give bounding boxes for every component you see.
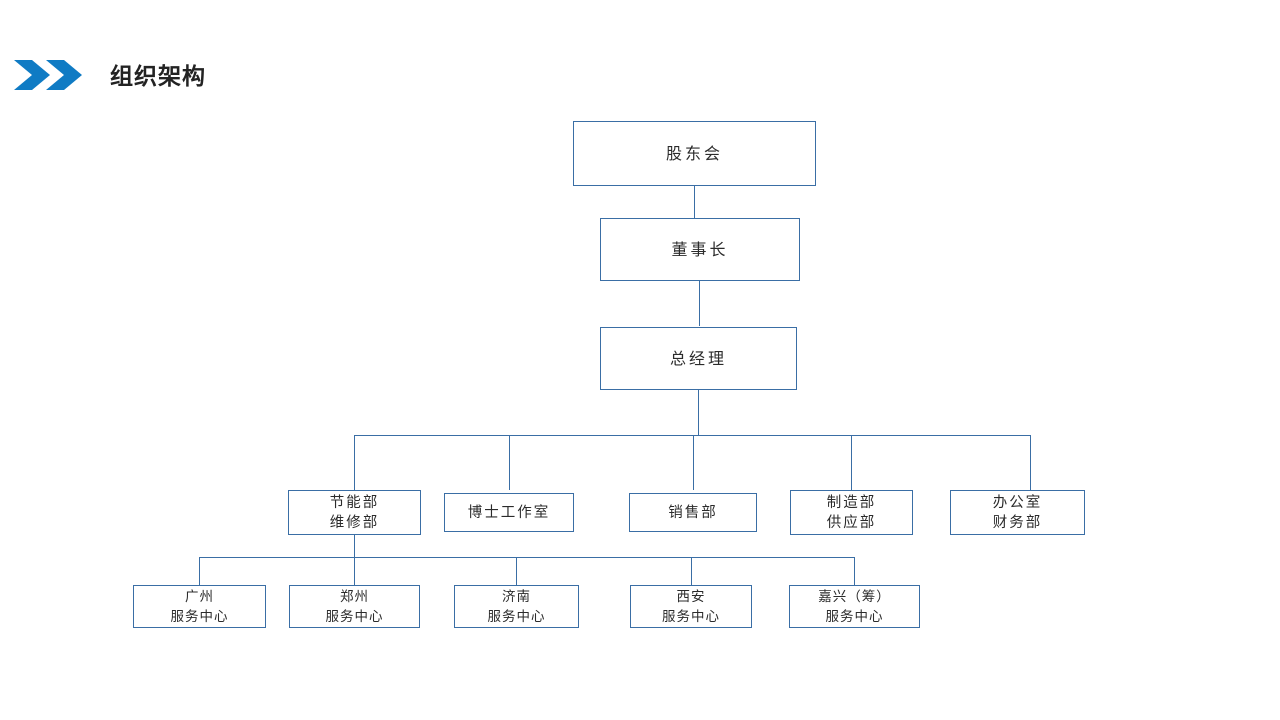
org-node-label-line2: 财务部 (992, 514, 1043, 531)
org-node-label-line2: 服务中心 (487, 608, 546, 625)
org-node-xian-service-center[interactable]: 西安 服务中心 (630, 585, 752, 628)
connector-drop-manufacturing (851, 435, 852, 490)
connector-drop-zhengzhou (354, 557, 355, 585)
org-node-label-line1: 制造部 (826, 494, 877, 511)
org-node-label: 总经理 (669, 348, 727, 368)
connector-drop-xian (691, 557, 692, 585)
org-node-label-line1: 西安 (676, 588, 706, 605)
connector-drop-jinan (516, 557, 517, 585)
org-node-label-line1: 广州 (185, 588, 214, 605)
org-node-chairman[interactable]: 董事长 (600, 218, 800, 281)
org-node-office-finance[interactable]: 办公室 财务部 (950, 490, 1085, 535)
org-node-doctoral-studio[interactable]: 博士工作室 (444, 493, 574, 532)
org-node-label: 博士工作室 (467, 504, 551, 521)
org-node-label-line1: 嘉兴（筹） (818, 588, 891, 605)
connector-gm-stem (698, 390, 699, 435)
connector-energy-stem (354, 535, 355, 557)
org-node-label-line2: 服务中心 (170, 608, 229, 625)
org-node-label-line2: 维修部 (329, 514, 380, 531)
connector-drop-jiaxing (854, 557, 855, 585)
org-node-label-line1: 济南 (502, 588, 531, 605)
org-node-label: 董事长 (671, 239, 729, 259)
connector-drop-energy (354, 435, 355, 490)
page-title: 组织架构 (110, 64, 206, 90)
org-node-label: 销售部 (668, 504, 718, 521)
connector-drop-guangzhou (199, 557, 200, 585)
connector-drop-sales (693, 435, 694, 490)
connector-shareholders-chairman (694, 186, 695, 218)
connector-drop-office (1030, 435, 1031, 490)
org-node-jiaxing-service-center[interactable]: 嘉兴（筹） 服务中心 (789, 585, 920, 628)
org-node-manufacturing-supply[interactable]: 制造部 供应部 (790, 490, 913, 535)
double-chevron-right-icon (12, 58, 84, 92)
connector-chairman-gm (699, 281, 700, 326)
org-node-general-manager[interactable]: 总经理 (600, 327, 797, 390)
org-node-jinan-service-center[interactable]: 济南 服务中心 (454, 585, 579, 628)
org-node-label-line1: 郑州 (340, 588, 369, 605)
org-node-shareholders[interactable]: 股东会 (573, 121, 816, 186)
org-node-label-line2: 服务中心 (662, 608, 720, 625)
org-node-energy-maintenance[interactable]: 节能部 维修部 (288, 490, 421, 535)
org-node-label-line1: 节能部 (329, 494, 380, 511)
connector-bus-service-centers (199, 557, 855, 558)
org-node-sales[interactable]: 销售部 (629, 493, 757, 532)
org-node-label: 股东会 (665, 143, 723, 163)
org-node-label-line2: 服务中心 (325, 608, 384, 625)
org-node-label-line2: 服务中心 (825, 608, 884, 625)
connector-bus-departments (354, 435, 1030, 436)
org-node-label-line2: 供应部 (826, 514, 877, 531)
org-node-label-line1: 办公室 (992, 494, 1043, 511)
org-node-guangzhou-service-center[interactable]: 广州 服务中心 (133, 585, 266, 628)
org-node-zhengzhou-service-center[interactable]: 郑州 服务中心 (289, 585, 420, 628)
connector-drop-doctoral (509, 435, 510, 490)
